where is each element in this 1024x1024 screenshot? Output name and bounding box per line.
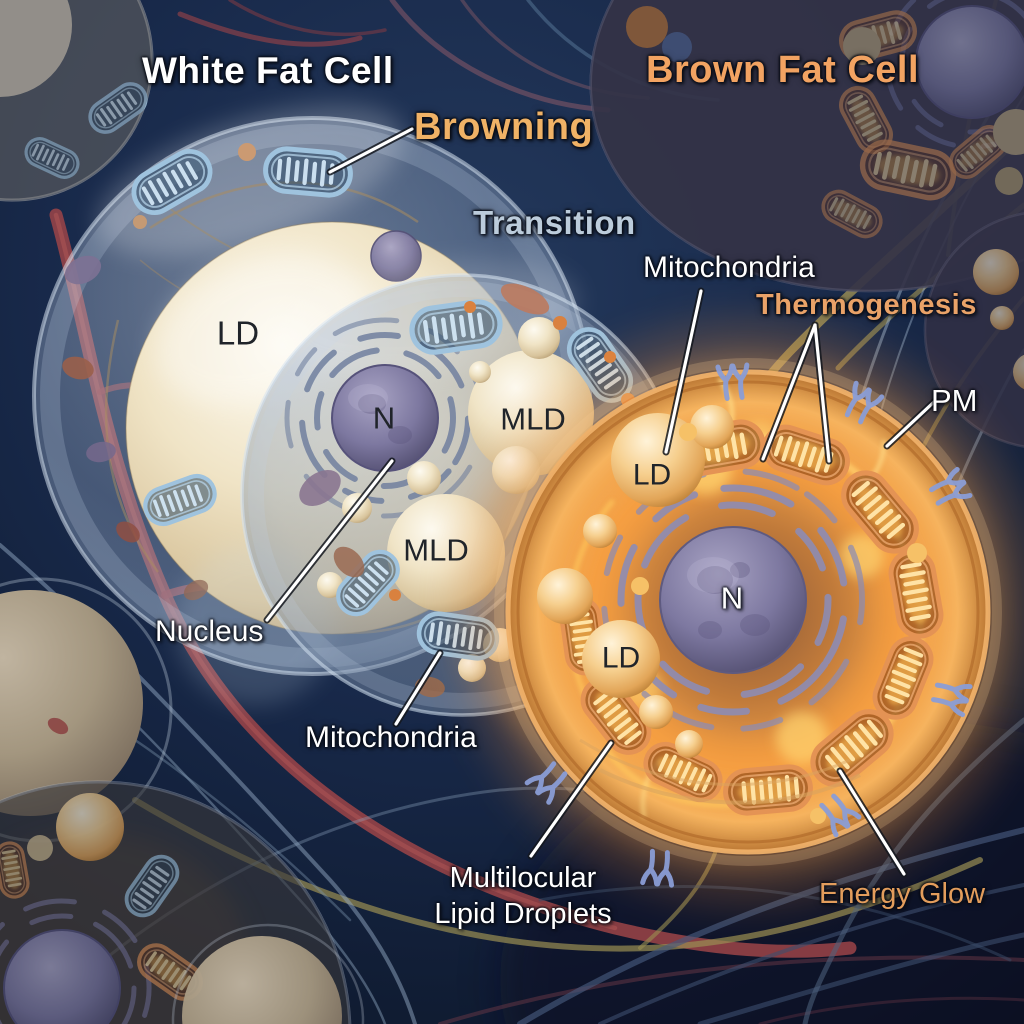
- ld-label-white-cell: LD: [216, 314, 260, 352]
- multilocular-line2: Lipid Droplets: [434, 898, 612, 931]
- transition-title: Transition: [473, 204, 636, 241]
- energy-glow-label: Energy Glow: [819, 878, 986, 910]
- mld-label-upper: MLD: [500, 401, 566, 437]
- mitochondria-label-top: Mitochondria: [643, 251, 815, 284]
- thermogenesis-label: Thermogenesis: [756, 289, 977, 321]
- leader-lines: [263, 125, 939, 878]
- bg-cell-top-right: [589, 0, 1024, 293]
- brown-lipid-droplets: [537, 405, 927, 824]
- browning-label: Browning: [414, 106, 594, 148]
- ld-label-brown-top: LD: [632, 458, 672, 492]
- mitochondria-label-bottom: Mitochondria: [305, 721, 477, 754]
- multilocular-lipid-droplets-label: Multilocular Lipid Droplets: [434, 860, 611, 933]
- ld-label-brown-left: LD: [601, 641, 641, 675]
- nucleus-label: Nucleus: [155, 615, 264, 648]
- transition-nucleus: [331, 364, 439, 472]
- nucleus-label-brown: N: [720, 580, 744, 616]
- brown-nucleus: [659, 526, 807, 674]
- brown-fat-cell-title: Brown Fat Cell: [646, 49, 920, 91]
- bg-cell-right-edge: [923, 212, 1024, 448]
- plasma-membrane-label: PM: [931, 383, 978, 418]
- mld-label-lower: MLD: [403, 532, 469, 568]
- white-fat-cell-title: White Fat Cell: [142, 50, 394, 91]
- bg-cell-top-left: [0, 0, 154, 202]
- bg-cells-bottom-left: [0, 577, 365, 1024]
- nucleus-label-transition: N: [372, 400, 396, 436]
- multilocular-line1: Multilocular: [449, 862, 597, 894]
